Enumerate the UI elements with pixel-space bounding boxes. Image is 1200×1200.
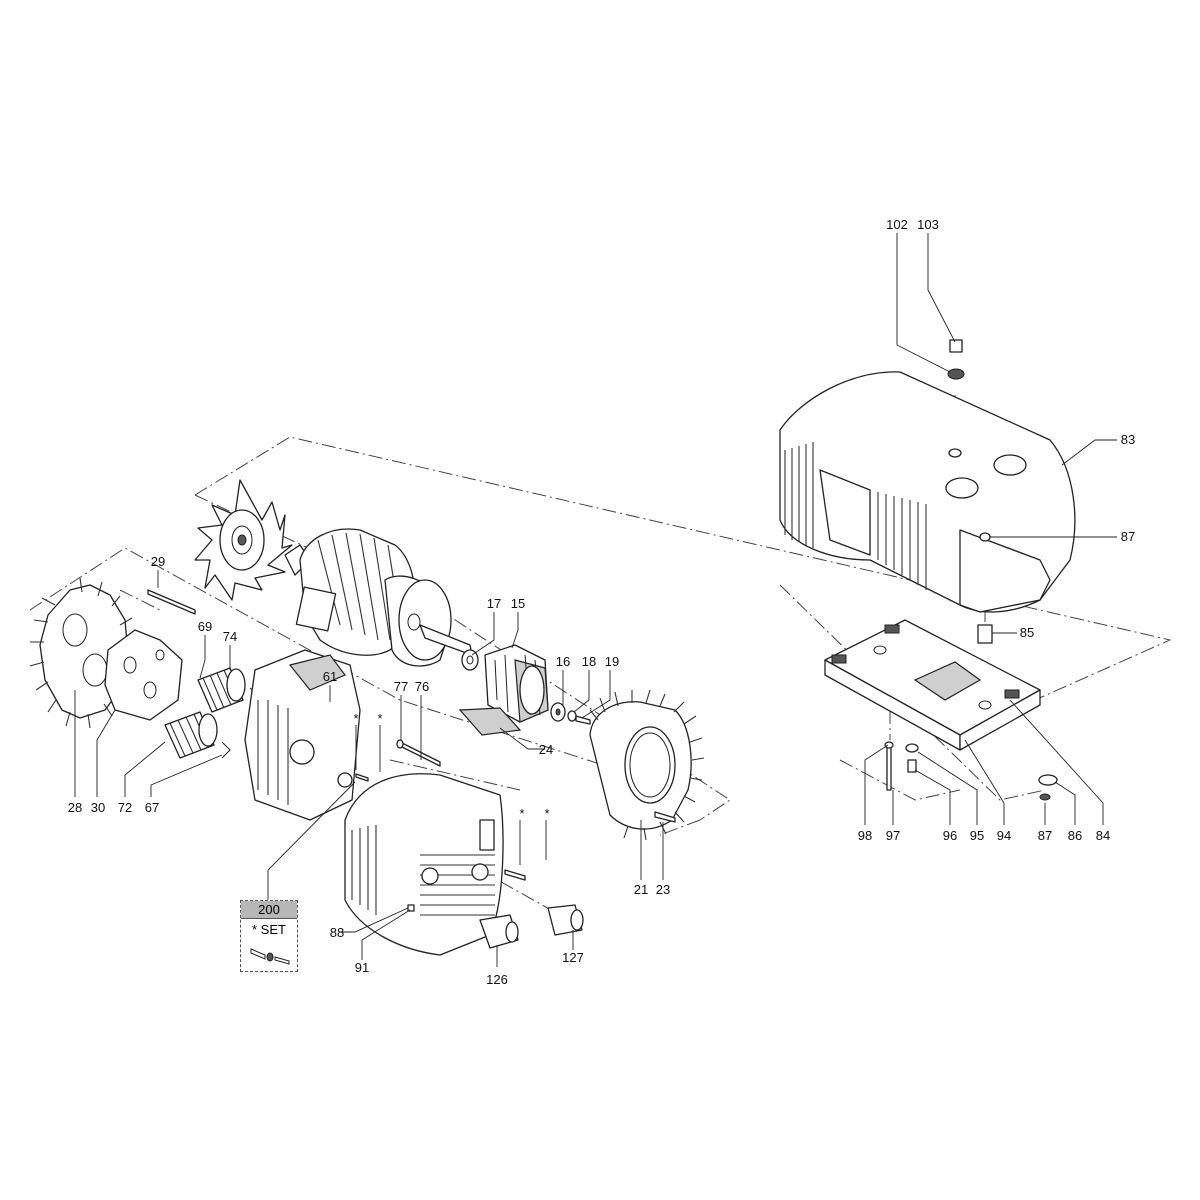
label-61: 61	[323, 669, 337, 684]
label-67: 67	[145, 800, 159, 815]
label-19: 19	[605, 654, 619, 669]
label-76: 76	[415, 679, 429, 694]
part-77-76-screw	[396, 739, 441, 767]
set-mark-3: *	[519, 806, 524, 821]
part-21-pump-housing	[589, 689, 705, 841]
label-91: 91	[355, 960, 369, 975]
part-85-foot	[977, 624, 993, 644]
set-mark-2: *	[377, 711, 382, 726]
label-98: 98	[858, 828, 872, 843]
label-28: 28	[68, 800, 82, 815]
label-96: 96	[943, 828, 957, 843]
label-127: 127	[562, 950, 584, 965]
label-29: 29	[151, 554, 165, 569]
part-88-plug	[407, 904, 415, 912]
label-88: 88	[330, 925, 344, 940]
set-parts-icon	[250, 948, 290, 965]
part-72-filter	[164, 711, 218, 759]
label-94: 94	[997, 828, 1011, 843]
part-30-gasket	[104, 629, 183, 721]
part-15-rotor	[484, 644, 549, 723]
label-126: 126	[486, 972, 508, 987]
part-86-87-washer	[1038, 774, 1058, 801]
label-87-lower: 87	[1038, 828, 1052, 843]
label-18: 18	[582, 654, 596, 669]
label-102: 102	[886, 217, 908, 232]
label-74: 74	[223, 629, 237, 644]
part-23-screw	[654, 811, 676, 823]
part-98-bolt	[884, 741, 894, 791]
set-mark-1: *	[353, 711, 358, 726]
set-mark-4: *	[544, 806, 549, 821]
part-24-vane	[458, 707, 522, 736]
part-29-tie-rod	[147, 589, 196, 615]
label-23: 23	[656, 882, 670, 897]
label-72: 72	[118, 800, 132, 815]
part-labels: 102 103 83 87 85 84 94 95 96 97 98 87 86…	[68, 217, 1135, 987]
part-127-valve	[547, 904, 584, 936]
label-103: 103	[917, 217, 939, 232]
label-95: 95	[970, 828, 984, 843]
part-17-bushing	[461, 649, 479, 671]
set-label: * SET	[252, 922, 286, 937]
set-legend-box: 200 * SET	[240, 900, 298, 972]
label-97: 97	[886, 828, 900, 843]
label-77: 77	[394, 679, 408, 694]
part-102-103-plug	[947, 339, 965, 380]
leader-lines	[74, 233, 1117, 967]
label-21: 21	[634, 882, 648, 897]
label-17: 17	[487, 596, 501, 611]
part-95-96-bushing	[905, 743, 919, 773]
label-83: 83	[1121, 432, 1135, 447]
part-19-screw	[575, 715, 591, 725]
label-30: 30	[91, 800, 105, 815]
part-18-ring	[567, 710, 577, 722]
part-74-filter	[197, 667, 246, 713]
label-16: 16	[556, 654, 570, 669]
set-number: 200	[241, 901, 297, 919]
part-87-grommet	[979, 532, 991, 542]
part-83-hood	[779, 371, 1076, 613]
part-61-filter-housing	[244, 649, 361, 821]
part-91-front-cover	[344, 773, 504, 956]
label-85: 85	[1020, 625, 1034, 640]
electric-motor	[284, 528, 473, 667]
label-69: 69	[198, 619, 212, 634]
part-67-clip	[221, 741, 231, 759]
label-86: 86	[1068, 828, 1082, 843]
part-84-base-plate	[824, 619, 1041, 751]
part-126-valve	[479, 914, 519, 949]
label-87-upper: 87	[1121, 529, 1135, 544]
label-15: 15	[511, 596, 525, 611]
motor-fan	[194, 479, 293, 601]
set-screws	[355, 773, 526, 881]
label-84: 84	[1096, 828, 1110, 843]
part-16-washer	[550, 702, 566, 722]
label-24: 24	[539, 742, 553, 757]
